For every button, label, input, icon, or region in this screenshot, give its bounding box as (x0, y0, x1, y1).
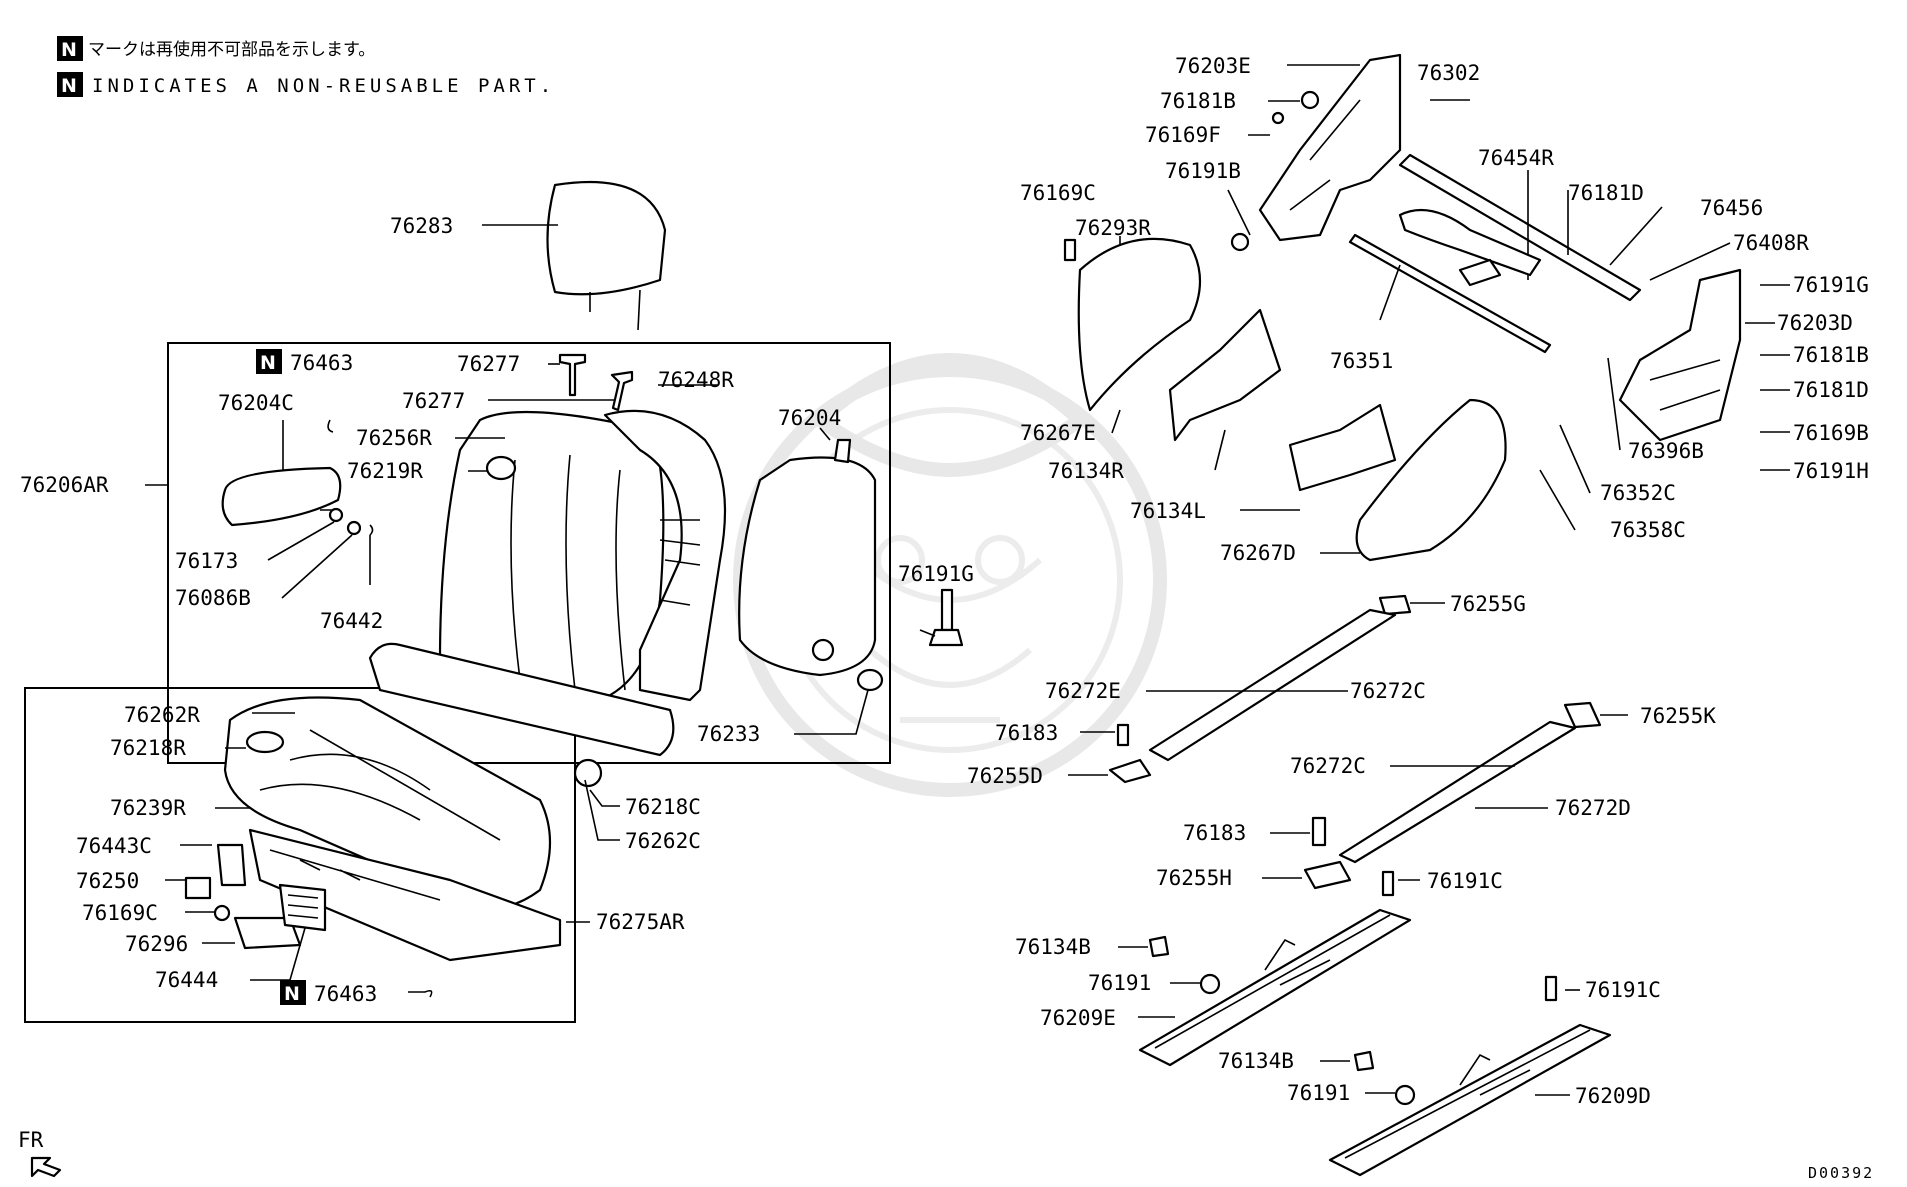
label-76255G: 76255G (1450, 592, 1526, 616)
label-76302: 76302 (1417, 61, 1480, 85)
label-76442: 76442 (320, 609, 383, 633)
label-76272C-b: 76272C (1290, 754, 1366, 778)
recliner-bracket-shape (1258, 53, 1402, 242)
label-76272C-a: 76272C (1350, 679, 1426, 703)
label-76239R: 76239R (110, 796, 186, 820)
label-76267D: 76267D (1220, 541, 1296, 565)
seatback-cushion-shape (438, 410, 665, 702)
rail-76209E-shape (1138, 908, 1412, 1067)
label-76191C-a: 76191C (1427, 869, 1503, 893)
label-76191-b: 76191 (1287, 1081, 1350, 1105)
seat-rail-assembly: 76255G 76272E 76272C 76183 76255D 76255K… (967, 592, 1716, 1177)
rail-76209D-shape (1328, 1023, 1612, 1177)
label-76267E: 76267E (1020, 421, 1096, 445)
label-76351: 76351 (1330, 349, 1393, 373)
label-76454R: 76454R (1478, 146, 1554, 170)
label-76463-bottom: 76463 (314, 982, 377, 1006)
label-76169C-bottom: 76169C (82, 901, 158, 925)
badge-76463-top: N (260, 352, 276, 374)
seat-cushion-shape (223, 696, 552, 910)
label-76134B-b: 76134B (1218, 1049, 1294, 1073)
label-76134L: 76134L (1130, 499, 1206, 523)
label-76396B: 76396B (1628, 439, 1704, 463)
label-76218R: 76218R (110, 736, 186, 760)
label-76183-a: 76183 (995, 721, 1058, 745)
bolt-76191G-mid: 76191G (898, 562, 974, 647)
label-76250: 76250 (76, 869, 139, 893)
label-76204: 76204 (778, 406, 841, 430)
diagram-code: D00392 (1808, 1164, 1874, 1182)
label-76169C-top: 76169C (1020, 181, 1096, 205)
label-76256R: 76256R (356, 426, 432, 450)
side-cover-shape (1077, 237, 1202, 412)
label-76191-a: 76191 (1088, 971, 1151, 995)
seat-cushion-group: 76262R 76218R 76275AR 76239R 76443C 7625… (24, 642, 701, 1023)
label-76272E: 76272E (1045, 679, 1121, 703)
label-76443C: 76443C (76, 834, 152, 858)
label-76134R: 76134R (1048, 459, 1124, 483)
recliner-assembly: 76203E 76302 76181B 76169F 76191B 76454R… (1020, 53, 1869, 565)
legend-note-en: INDICATES A NON-REUSABLE PART. (92, 75, 555, 97)
label-76191B: 76191B (1165, 159, 1241, 183)
label-76086B: 76086B (175, 586, 251, 610)
label-76218C: 76218C (625, 795, 701, 819)
label-76233: 76233 (697, 722, 760, 746)
label-76191H: 76191H (1793, 459, 1869, 483)
legend-note-jp: マークは再使用不可部品を示します。 (88, 39, 375, 60)
label-76275AR: 76275AR (596, 910, 685, 934)
label-76191C-b: 76191C (1585, 978, 1661, 1002)
label-76352C: 76352C (1600, 481, 1676, 505)
label-76444: 76444 (155, 968, 218, 992)
label-76134B-a: 76134B (1015, 935, 1091, 959)
label-76283: 76283 (390, 214, 453, 238)
label-76255D: 76255D (967, 764, 1043, 788)
front-direction-arrow: FR (18, 1128, 62, 1178)
label-76456: 76456 (1700, 196, 1763, 220)
label-76293R: 76293R (1075, 216, 1151, 240)
label-76204C: 76204C (218, 391, 294, 415)
label-76277-a: 76277 (457, 352, 520, 376)
label-76181B-top: 76181B (1160, 89, 1236, 113)
badge-76463-bottom: N (284, 983, 300, 1005)
label-76181D-top: 76181D (1568, 181, 1644, 205)
headrest-shape (546, 180, 667, 296)
seat-back-box (167, 342, 891, 764)
label-76206AR: 76206AR (20, 473, 109, 497)
legend-badge: N (61, 39, 77, 61)
label-76358C: 76358C (1610, 518, 1686, 542)
label-76408R: 76408R (1733, 231, 1809, 255)
label-76296: 76296 (125, 932, 188, 956)
back-panel-shape (738, 456, 877, 677)
label-76169B: 76169B (1793, 421, 1869, 445)
label-76262R: 76262R (124, 703, 200, 727)
legend: N マークは再使用不可部品を示します。 N INDICATES A NON-RE… (57, 36, 555, 97)
label-76219R: 76219R (347, 459, 423, 483)
label-76169F: 76169F (1145, 123, 1221, 147)
seat-back-group: 76283 76204C N 76463 76173 76086B 76442 … (20, 180, 891, 764)
label-76248R: 76248R (658, 368, 734, 392)
label-fr: FR (18, 1128, 44, 1152)
label-76255K: 76255K (1640, 704, 1716, 728)
armrest-shape (221, 466, 342, 527)
label-76181D-right: 76181D (1793, 378, 1869, 402)
label-76209E: 76209E (1040, 1006, 1116, 1030)
side-bracket-shape (1618, 268, 1742, 442)
label-76262C: 76262C (625, 829, 701, 853)
label-76209D: 76209D (1575, 1084, 1651, 1108)
legend-badge-2: N (61, 75, 77, 97)
label-76255H: 76255H (1156, 866, 1232, 890)
seat-cushion-box (24, 687, 576, 1023)
label-76463-top: 76463 (290, 351, 353, 375)
label-76181B-right: 76181B (1793, 343, 1869, 367)
label-76173: 76173 (175, 549, 238, 573)
label-76191G-right: 76191G (1793, 273, 1869, 297)
seatback-frame-shape (603, 409, 727, 702)
label-76183-b: 76183 (1183, 821, 1246, 845)
label-76277-b: 76277 (402, 389, 465, 413)
label-76191G-mid: 76191G (898, 562, 974, 586)
label-76203D: 76203D (1777, 311, 1853, 335)
label-76272D: 76272D (1555, 796, 1631, 820)
label-76203E: 76203E (1175, 54, 1251, 78)
